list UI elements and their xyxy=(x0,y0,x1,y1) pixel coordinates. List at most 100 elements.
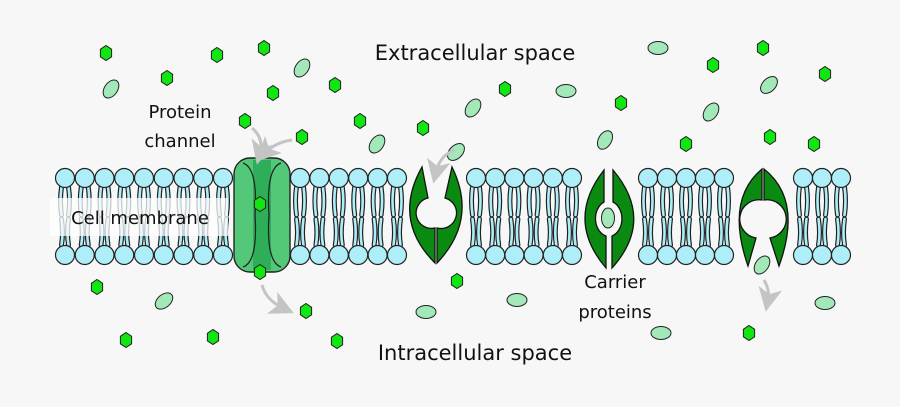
lipid-tail xyxy=(371,185,376,217)
phospholipid xyxy=(485,167,506,266)
lipid-tail xyxy=(471,217,475,247)
lipid-bilayer xyxy=(54,167,852,266)
phospholipid xyxy=(561,167,583,266)
lipid-tail xyxy=(700,217,704,247)
lipid-head xyxy=(656,167,678,189)
channel-wall-left xyxy=(242,162,257,268)
lipid-tail xyxy=(649,217,653,247)
phospholipid xyxy=(465,167,487,266)
lipid-head xyxy=(656,244,678,266)
lipid-tail xyxy=(798,217,802,247)
lipid-head xyxy=(348,244,369,266)
lipid-head xyxy=(675,244,697,266)
phospholipid xyxy=(504,167,525,266)
lipid-head xyxy=(675,167,697,189)
lipid-tail xyxy=(360,185,364,217)
phospholipid xyxy=(309,167,330,266)
lipid-head xyxy=(485,167,506,189)
phospholipid xyxy=(386,167,408,266)
lipid-tail xyxy=(477,217,481,247)
lipid-tail xyxy=(301,217,305,247)
lipid-head xyxy=(133,244,155,266)
carrier-proteins-label-line2: proteins xyxy=(578,302,651,323)
lipid-tail xyxy=(496,217,500,247)
movement-arrows xyxy=(250,126,783,314)
lipid-tail xyxy=(534,217,539,247)
phospholipid xyxy=(523,167,544,266)
oval-molecule xyxy=(555,84,577,98)
phospholipid xyxy=(694,167,716,266)
lipid-tail xyxy=(378,217,383,247)
lipid-head xyxy=(504,167,525,189)
lipid-tail xyxy=(295,217,299,247)
lipid-tail xyxy=(548,217,552,247)
lipid-tail xyxy=(726,185,730,217)
lipid-head xyxy=(348,167,369,189)
lipid-head xyxy=(54,244,76,266)
lipid-tail xyxy=(797,185,801,217)
lipid-head xyxy=(309,244,330,266)
hexagon-molecule xyxy=(119,331,133,349)
lipid-tail xyxy=(391,185,395,217)
lipid-tail xyxy=(804,217,808,247)
hexagon-molecule xyxy=(99,44,113,62)
hexagon-molecule xyxy=(90,278,104,296)
movement-arrow xyxy=(758,279,783,312)
lipid-head xyxy=(523,244,544,266)
lipid-tail xyxy=(334,217,338,247)
hexagon-molecule xyxy=(756,39,770,57)
molecules xyxy=(90,39,836,350)
hexagon-molecule xyxy=(450,272,464,290)
carrier-protein-occluded-right xyxy=(611,168,635,270)
lipid-tail xyxy=(719,217,723,247)
lipid-head xyxy=(830,167,852,189)
carrier-protein-open-inside-right xyxy=(763,167,789,269)
lipid-tail xyxy=(835,185,839,217)
movement-arrow xyxy=(260,284,294,314)
hexagon-molecule xyxy=(253,195,267,213)
hexagon-molecule xyxy=(330,332,344,350)
hexagon-molecule xyxy=(498,80,512,98)
lipid-tail xyxy=(643,217,647,247)
lipid-head xyxy=(54,167,76,189)
lipid-head xyxy=(542,167,563,189)
lipid-tail xyxy=(527,185,532,217)
lipid-head xyxy=(386,167,408,189)
cell-membrane-label: Cell membrane xyxy=(71,208,209,229)
lipid-head xyxy=(328,244,349,266)
oval-molecule xyxy=(368,134,386,154)
lipid-head xyxy=(811,244,833,266)
lipid-head xyxy=(504,244,525,266)
hexagon-molecule xyxy=(328,76,342,94)
lipid-tail xyxy=(294,185,298,217)
movement-arrow xyxy=(256,136,293,162)
oval-molecule xyxy=(702,102,720,122)
phospholipid xyxy=(637,167,659,266)
lipid-tail xyxy=(707,185,711,217)
lipid-head xyxy=(173,244,194,266)
lipid-head xyxy=(74,167,95,189)
lipid-head xyxy=(367,167,388,189)
cell-membrane-label-backdrop xyxy=(50,198,228,236)
lipid-head xyxy=(309,167,330,189)
lipid-head xyxy=(465,167,487,189)
lipid-tail xyxy=(478,185,482,217)
lipid-tail xyxy=(497,185,501,217)
lipid-head xyxy=(114,167,135,189)
lipid-head xyxy=(153,167,174,189)
hexagon-molecule xyxy=(238,112,252,130)
hexagon-molecule xyxy=(807,135,821,153)
hexagon-molecule xyxy=(763,128,777,146)
lipid-head xyxy=(193,244,214,266)
lipid-head xyxy=(173,167,194,189)
lipid-head xyxy=(637,244,659,266)
lipid-tail xyxy=(842,217,846,247)
protein-channel-label-line2: channel xyxy=(144,131,215,152)
phospholipid xyxy=(328,167,349,266)
lipid-tail xyxy=(392,217,396,247)
lipid-head xyxy=(386,244,408,266)
lipid-tail xyxy=(399,185,403,217)
lipid-tail xyxy=(668,217,672,247)
hexagon-molecule xyxy=(614,94,628,112)
